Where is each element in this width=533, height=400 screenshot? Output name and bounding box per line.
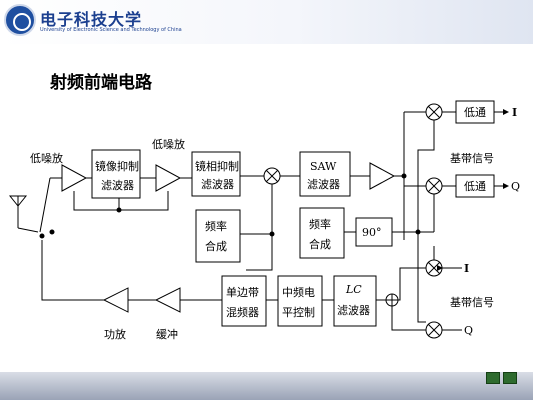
label-lowpass-i: 低通 xyxy=(464,106,486,119)
label-out-q: Q xyxy=(511,180,520,193)
lc-filter-box xyxy=(333,275,377,327)
label-image-reject-2a: 镜相抑制 xyxy=(195,159,239,173)
label-power-amp: 功放 xyxy=(104,327,126,341)
header-bar: 电子科技大学 University of Electronic Science … xyxy=(0,0,533,44)
next-arrow-icon[interactable] xyxy=(503,372,517,384)
label-in-q: Q xyxy=(464,324,473,337)
label-freq-synth-1b: 合成 xyxy=(205,239,227,253)
power-amp-triangle xyxy=(102,287,129,313)
label-lna-1: 低噪放 xyxy=(30,151,63,165)
university-logo-icon xyxy=(4,4,36,36)
label-if-power-a: 中频电 xyxy=(282,285,315,299)
label-freq-synth-2b: 合成 xyxy=(309,237,331,251)
label-ssb-b: 混频器 xyxy=(226,305,259,319)
buffer-triangle xyxy=(154,287,181,313)
label-freq-synth-1a: 频率 xyxy=(205,219,227,233)
lna-1-triangle xyxy=(61,164,88,192)
home-icon[interactable] xyxy=(486,372,500,384)
university-name-cn: 电子科技大学 xyxy=(40,10,143,29)
freq-synth-1-box xyxy=(195,209,241,263)
image-reject-filter-box xyxy=(91,149,141,199)
label-baseband-top: 基带信号 xyxy=(450,152,494,165)
university-name-en: University of Electronic Science and Tec… xyxy=(40,27,182,33)
label-saw-a: SAW xyxy=(310,160,337,173)
label-image-reject-2b: 滤波器 xyxy=(201,178,234,191)
ssb-mixer-box xyxy=(221,275,267,327)
label-lc-b: 滤波器 xyxy=(337,304,370,317)
label-out-i: I xyxy=(512,106,517,119)
image-reject-filter-2-box xyxy=(191,151,241,197)
label-if-power-b: 平控制 xyxy=(282,305,315,319)
antenna-head xyxy=(8,195,28,207)
label-baseband-bottom: 基带信号 xyxy=(450,296,494,309)
footer-band xyxy=(0,372,533,400)
label-lna-2: 低噪放 xyxy=(152,137,185,151)
label-image-reject-1b: 滤波器 xyxy=(101,179,134,192)
if-amp-triangle xyxy=(369,162,396,190)
freq-synth-2-box xyxy=(299,207,345,259)
slide-title: 射频前端电路 xyxy=(50,73,152,93)
label-image-reject-1a: 镜像抑制 xyxy=(95,159,139,173)
lna-2-triangle xyxy=(155,164,182,192)
label-buffer: 缓冲 xyxy=(156,327,178,341)
saw-filter-box xyxy=(299,151,351,197)
label-lc-a: LC xyxy=(345,283,362,296)
label-phase-90: 90° xyxy=(362,226,382,239)
if-power-control-box xyxy=(277,275,323,327)
label-freq-synth-2a: 频率 xyxy=(309,217,331,231)
label-in-i: I xyxy=(464,262,469,275)
label-ssb-a: 单边带 xyxy=(226,286,259,299)
label-lowpass-q: 低通 xyxy=(464,180,486,193)
label-saw-b: 滤波器 xyxy=(307,178,340,191)
